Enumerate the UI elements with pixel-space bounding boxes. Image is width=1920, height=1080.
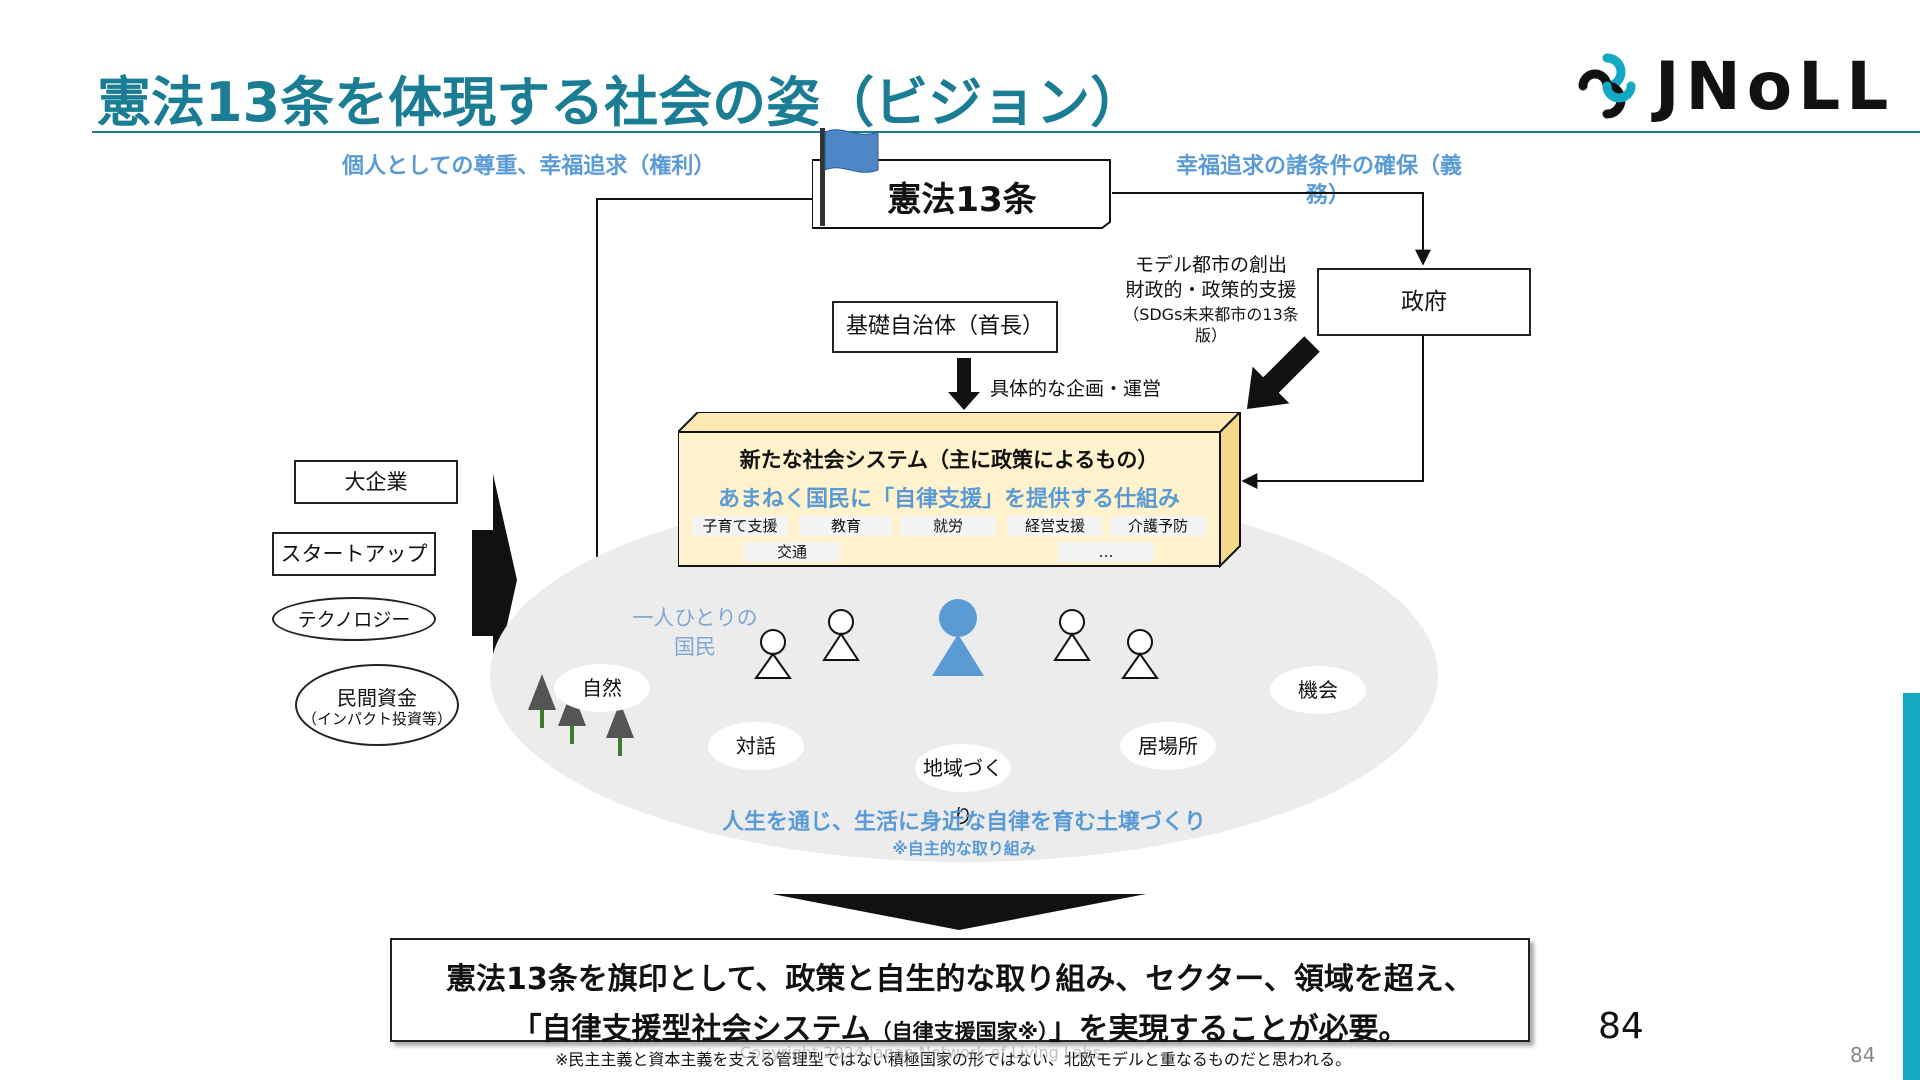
duty-label-line1: 幸福追求の諸条件の確保（義 bbox=[1176, 154, 1463, 179]
footnote: ※民主主義と資本主義を支える管理型ではない積極国家の形ではない、北欧モデルと重な… bbox=[555, 1050, 1352, 1069]
large-company-box: 大企業 bbox=[294, 460, 458, 504]
private-funds-oval bbox=[295, 664, 459, 746]
constitution-flag bbox=[812, 128, 1111, 229]
technology-oval: テクノロジー bbox=[272, 597, 436, 641]
government-box: 政府 bbox=[1317, 268, 1531, 336]
copyright: Copyright 2024 Japan Network of Living L… bbox=[740, 1043, 1102, 1062]
conclusion-line2-c: 」を実現することが必要。 bbox=[1048, 1012, 1409, 1047]
planning-label: 具体的な企画・運営 bbox=[990, 378, 1162, 400]
nature-oval: 自然 bbox=[554, 664, 650, 712]
trees bbox=[528, 674, 634, 756]
gov-support-line4: 版） bbox=[1194, 326, 1227, 345]
ground-note: ※自主的な取り組み bbox=[892, 839, 1036, 858]
chip-more: … bbox=[1058, 542, 1154, 562]
jnoll-logo bbox=[1578, 53, 1636, 119]
chip-transport: 交通 bbox=[744, 542, 840, 562]
actors-arrow bbox=[472, 474, 517, 688]
municipality-box: 基礎自治体（首長） bbox=[832, 301, 1058, 353]
gov-support-line3: （SDGs未来都市の13条 bbox=[1123, 305, 1299, 324]
tree-icon bbox=[558, 690, 586, 744]
title-divider bbox=[92, 131, 1920, 133]
constitution-label: 憲法13条 bbox=[887, 180, 1037, 220]
chip-care-prevention: 介護予防 bbox=[1110, 516, 1206, 536]
page-number-small: 84 bbox=[1850, 1043, 1876, 1067]
private-funds-line2: （インパクト投資等） bbox=[301, 710, 452, 728]
opportunity-oval: 機会 bbox=[1270, 666, 1366, 714]
citizens-line2: 国民 bbox=[674, 635, 716, 659]
chip-business-support: 経営支援 bbox=[1008, 516, 1102, 536]
gov-support-line2: 財政的・政策的支援 bbox=[1125, 279, 1297, 301]
conclusion-line2-b: （自律支援国家※） bbox=[870, 1020, 1049, 1044]
person-icon bbox=[754, 629, 792, 679]
ground-text: 人生を通じ、生活に身近な自律を育む土壌づくり bbox=[721, 810, 1206, 835]
conclusion-arrow bbox=[772, 894, 1146, 930]
logo-text: JNoLL bbox=[1655, 48, 1895, 125]
conclusion-line1: 憲法13条を旗印として、政策と自生的な取り組み、セクター、領域を超え、 bbox=[446, 962, 1474, 997]
citizens-line1: 一人ひとりの bbox=[632, 606, 758, 630]
startup-box: スタートアップ bbox=[272, 532, 436, 576]
accent-bar bbox=[1903, 693, 1920, 1080]
person-icon bbox=[822, 609, 860, 661]
conclusion-box: 憲法13条を旗印として、政策と自生的な取り組み、セクター、領域を超え、 「自律支… bbox=[390, 938, 1530, 1047]
chip-childcare: 子育て支援 bbox=[692, 516, 788, 536]
duty-connector bbox=[1112, 192, 1431, 266]
conclusion-line2-a: 「自律支援型社会システム bbox=[511, 1012, 871, 1047]
conclusion-line2: 「自律支援型社会システム（自律支援国家※）」を実現することが必要。 bbox=[392, 1004, 1528, 1048]
system-subtitle: あまねく国民に「自律支援」を提供する仕組み bbox=[717, 487, 1180, 512]
dialogue-oval: 対話 bbox=[708, 722, 804, 770]
tree-icon bbox=[528, 674, 556, 728]
flag-icon bbox=[824, 129, 879, 173]
private-funds-line1: 民間資金 bbox=[337, 686, 417, 710]
support-arrow bbox=[1246, 336, 1320, 410]
highlighted-person-icon bbox=[932, 599, 984, 676]
gov-support-line1: モデル都市の創出 bbox=[1134, 254, 1287, 276]
page-title: 憲法13条を体現する社会の姿（ビジョン） bbox=[97, 71, 1145, 134]
place-oval: 居場所 bbox=[1120, 722, 1216, 770]
tree-icon bbox=[606, 702, 634, 756]
rights-label: 個人としての尊重、幸福追求（権利） bbox=[342, 154, 716, 179]
community-oval: 地域づくり bbox=[915, 744, 1011, 828]
chip-employment: 就労 bbox=[900, 516, 996, 536]
government-connector bbox=[1241, 336, 1424, 489]
planning-arrow bbox=[948, 358, 980, 410]
people-group bbox=[754, 609, 1159, 679]
duty-label-line2: 務） bbox=[1306, 183, 1351, 208]
chain-link-icon bbox=[1578, 53, 1636, 119]
system-title: 新たな社会システム（主に政策によるもの） bbox=[739, 448, 1159, 472]
person-icon bbox=[1121, 629, 1159, 679]
page-number: 84 bbox=[1598, 1006, 1644, 1047]
person-icon bbox=[1053, 609, 1091, 661]
chip-education: 教育 bbox=[800, 516, 892, 536]
